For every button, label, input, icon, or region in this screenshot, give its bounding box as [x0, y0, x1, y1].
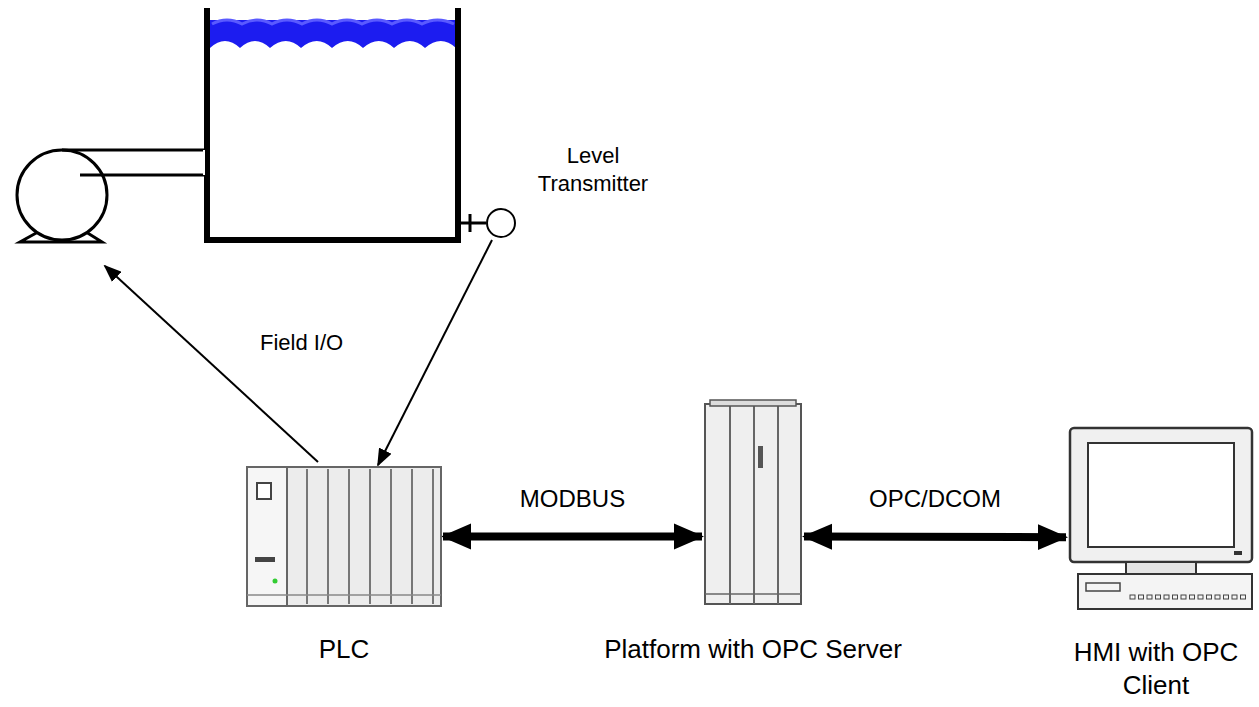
pump	[17, 150, 207, 242]
level-transmitter: Level Transmitter	[483, 140, 663, 240]
plc-unit-icon	[245, 465, 443, 608]
node-label: PLC	[205, 633, 483, 666]
plc-unit: PLC	[245, 465, 443, 608]
protocol-label: OPC/DCOM	[866, 485, 1004, 513]
tank	[207, 8, 458, 240]
opc-link	[804, 533, 1066, 542]
hmi-workstation: HMI with OPC Client	[1066, 425, 1256, 612]
field-io-arrow	[105, 266, 318, 462]
level-transmitter-icon	[484, 206, 518, 240]
node-label: Platform with OPC Server	[582, 633, 924, 666]
opc-server: Platform with OPC Server	[702, 398, 804, 608]
water	[210, 20, 456, 48]
transmitter-tap	[458, 214, 486, 232]
io-label: Field I/O	[257, 330, 346, 356]
node-label: Level Transmitter	[523, 142, 663, 197]
node-label: HMI with OPC Client	[1060, 636, 1252, 701]
opc-server-icon	[702, 398, 804, 608]
water-surface	[212, 20, 454, 24]
modbus-link	[443, 533, 702, 541]
hmi-workstation-icon	[1066, 425, 1256, 612]
signal-arrow	[378, 240, 492, 465]
protocol-label: MODBUS	[517, 485, 628, 513]
